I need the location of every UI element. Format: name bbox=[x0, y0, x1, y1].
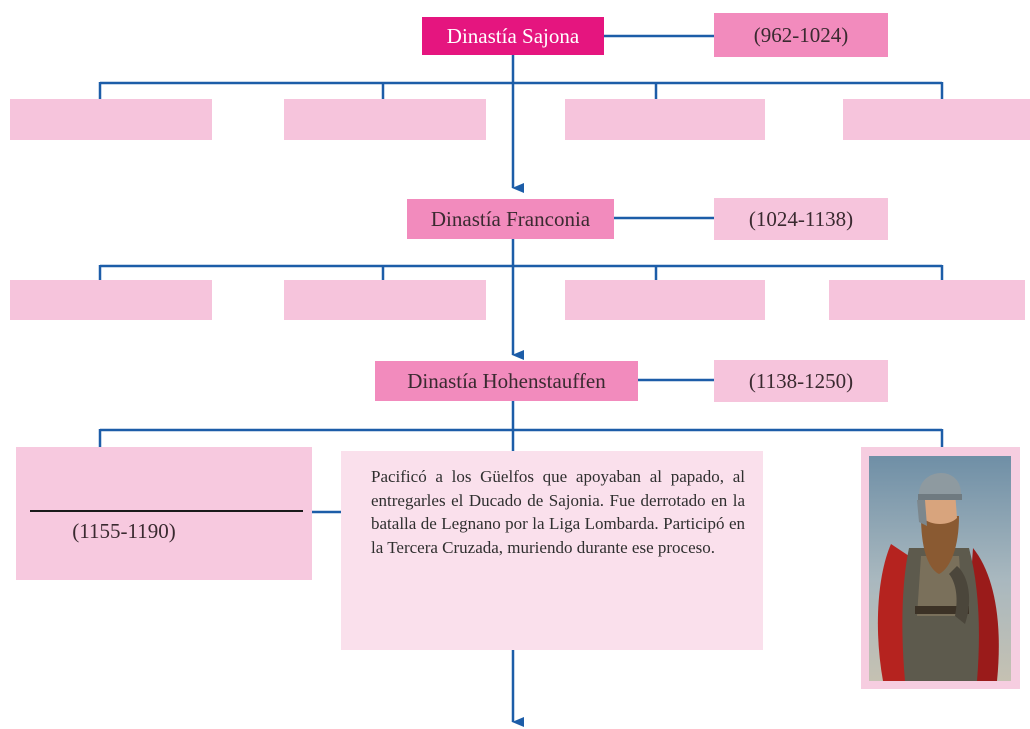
blank-box bbox=[843, 99, 1030, 140]
barbarossa-portrait bbox=[869, 456, 1011, 681]
blank-box bbox=[284, 280, 486, 320]
blank-box bbox=[565, 280, 765, 320]
dynasty-years-sajona: (962-1024) bbox=[714, 13, 888, 57]
emperor-years: (1155-1190) bbox=[72, 519, 176, 543]
blank-box bbox=[10, 99, 212, 140]
emperor-box: (1155-1190) bbox=[16, 447, 312, 580]
name-blank-line bbox=[30, 510, 303, 512]
blank-box bbox=[829, 280, 1025, 320]
dynasty-title-hohenstauffen: Dinastía Hohenstauffen bbox=[375, 361, 638, 401]
dynasty-title-franconia: Dinastía Franconia bbox=[407, 199, 614, 239]
dynasty-years-hohenstauffen: (1138-1250) bbox=[714, 360, 888, 402]
dynasty-years-franconia: (1024-1138) bbox=[714, 198, 888, 240]
dynasty-title-sajona: Dinastía Sajona bbox=[422, 17, 604, 55]
blank-box bbox=[565, 99, 765, 140]
portrait-frame bbox=[861, 447, 1020, 689]
blank-box bbox=[284, 99, 486, 140]
blank-box bbox=[10, 280, 212, 320]
emperor-description: Pacificó a los Güelfos que apoyaban al p… bbox=[341, 451, 763, 650]
